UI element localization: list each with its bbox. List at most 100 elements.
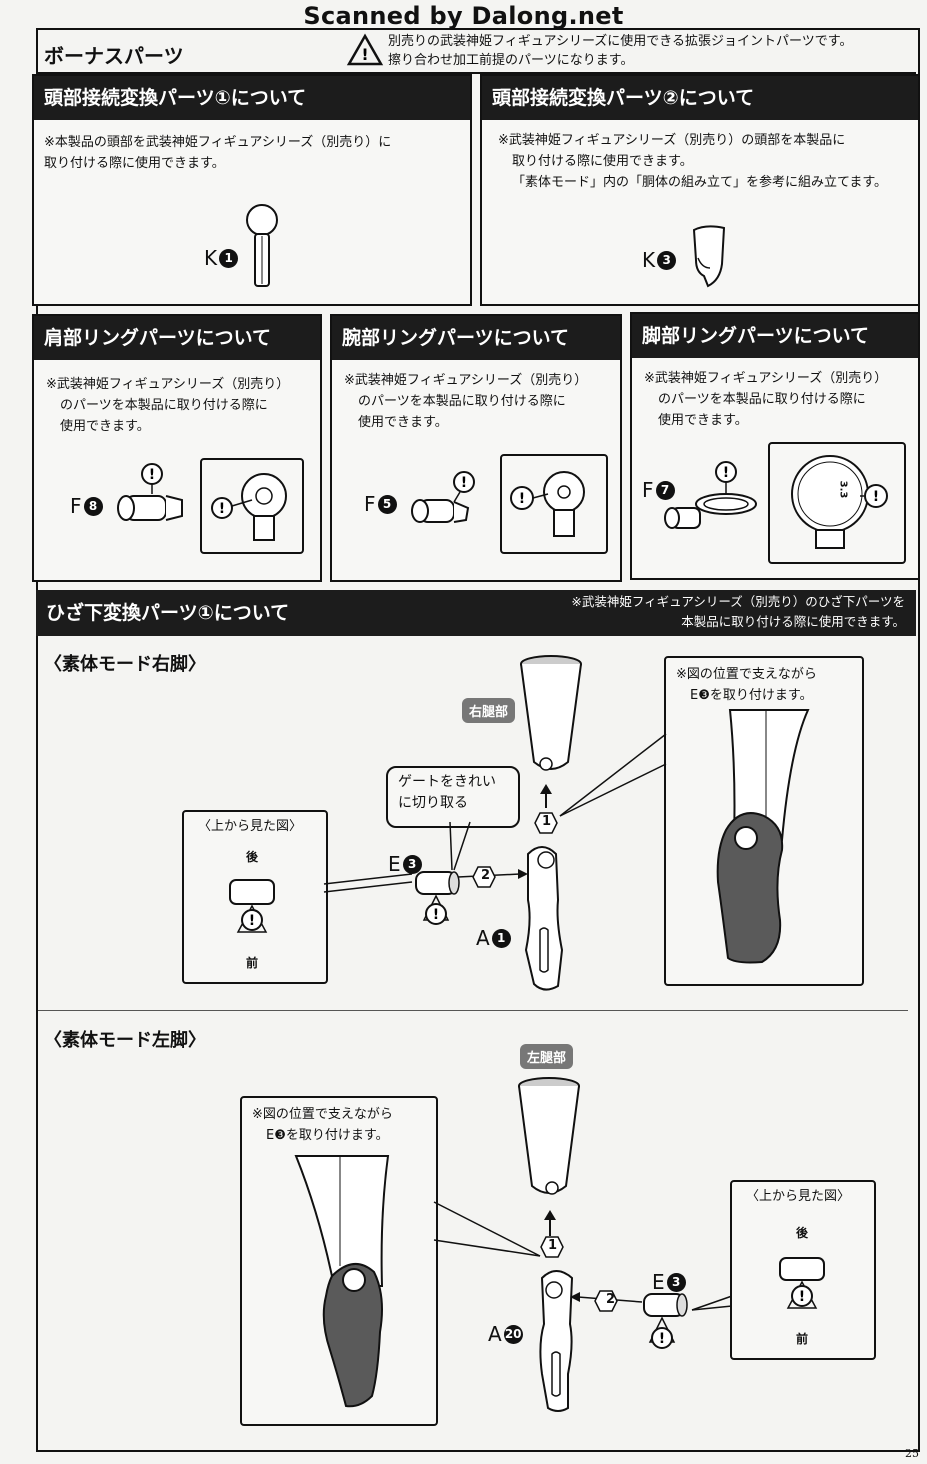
left-support-pointer [433, 1201, 541, 1257]
bonus-title: ボーナスパーツ [44, 44, 184, 68]
arm-section: 腕部リングパーツについて ※武装神姫フィギュアシリーズ（別売り） のパーツを本製… [330, 314, 622, 582]
shoulder-detail-drawing: ! [211, 473, 287, 541]
arm-note-line: のパーツを本製品に取り付ける際に [358, 394, 566, 409]
head-joint-k3-part [692, 225, 726, 288]
page-frame [36, 28, 920, 1452]
knee-note-line: 本製品に取り付ける際に使用できます。 [681, 614, 905, 629]
arm-title: 腕部リングパーツについて [332, 316, 620, 360]
leg-note-line: 使用できます。 [658, 413, 748, 428]
leg-title: 脚部リングパーツについて [632, 314, 918, 358]
head1-note-line: ※本製品の頭部を武装神姫フィギュアシリーズ（別売り）に [44, 135, 392, 150]
part-letter: F [642, 478, 654, 502]
shoulder-ring-f8-part: ! [117, 463, 183, 521]
step1-hex-icon [540, 1236, 564, 1258]
arm-note: ※武装神姫フィギュアシリーズ（別売り） のパーツを本製品に取り付ける際に 使用で… [344, 370, 587, 433]
knee-header-bar [36, 590, 916, 636]
right-a1-part [524, 846, 564, 991]
right-topview-pointer [323, 873, 413, 893]
part-number: 20 [503, 1324, 523, 1344]
head2-note-line: 「素体モード」内の「胴体の組み立て」を参考に組み立てます。 [512, 175, 888, 190]
bonus-note-line: 擦り合わせ加工前提のパーツになります。 [388, 53, 634, 68]
knee-note: ※武装神姫フィギュアシリーズ（別売り）のひざ下パーツを 本製品に取り付ける際に使… [500, 592, 905, 632]
left-back-label: 後 [796, 1226, 809, 1240]
left-a20-part [539, 1270, 574, 1412]
gate-note-line: ゲートをきれい [398, 774, 496, 790]
part-letter: F [364, 492, 376, 516]
gate-pointer [449, 821, 471, 871]
bonus-note: 別売りの武装神姫フィギュアシリーズに使用できる拡張ジョイントパーツです。 擦り合… [388, 32, 853, 70]
part-letter: E [652, 1270, 665, 1294]
left-topview-pointer [691, 1295, 733, 1311]
svg-text:!: ! [219, 501, 225, 517]
bonus-header-bar [36, 28, 916, 74]
step2-arrow [457, 866, 528, 888]
head2-note-line: 取り付ける際に使用できます。 [512, 154, 693, 169]
leg-note: ※武装神姫フィギュアシリーズ（別売り） のパーツを本製品に取り付ける際に 使用で… [644, 368, 887, 431]
right-support-note: ※図の位置で支えながら E❸を取り付けます。 [676, 664, 817, 706]
head2-note: ※武装神姫フィギュアシリーズ（別売り）の頭部を本製品に 取り付ける際に使用できま… [498, 130, 887, 193]
leg-detail-drawing: ! [791, 455, 888, 549]
shoulder-note-line: 使用できます。 [60, 419, 150, 434]
svg-text:!: ! [659, 1331, 665, 1347]
shoulder-note: ※武装神姫フィギュアシリーズ（別売り） のパーツを本製品に取り付ける際に 使用で… [46, 374, 289, 437]
arm-note-line: 使用できます。 [358, 415, 448, 430]
right-support-drawing [716, 709, 810, 964]
page-number: 25 [905, 1447, 919, 1460]
support-note-line: ※図の位置で支えながら [252, 1107, 393, 1122]
svg-text:!: ! [433, 907, 439, 923]
shoulder-note-line: のパーツを本製品に取り付ける際に [60, 398, 268, 413]
part-number: 3 [666, 1272, 686, 1292]
arm-note-line: ※武装神姫フィギュアシリーズ（別売り） [344, 373, 588, 388]
left-support-note: ※図の位置で支えながら E❸を取り付けます。 [252, 1104, 393, 1146]
right-thigh-tag: 右腿部 [462, 698, 516, 723]
step1-number: 1 [542, 814, 552, 829]
head2-section: 頭部接続変換パーツ②について ※武装神姫フィギュアシリーズ（別売り）の頭部を本製… [480, 74, 920, 306]
head1-title: 頭部接続変換パーツ①について [34, 76, 470, 120]
part-letter: F [70, 494, 82, 518]
leg-note-line: ※武装神姫フィギュアシリーズ（別売り） [644, 371, 888, 386]
gate-callout [386, 766, 520, 828]
head-joint-k1-part [246, 204, 278, 287]
head2-note-line: ※武装神姫フィギュアシリーズ（別売り）の頭部を本製品に [498, 133, 846, 148]
left-leg-heading: 〈素体モード左脚〉 [44, 1030, 206, 1051]
part-number: 3 [657, 250, 677, 270]
leg-ring-f7-part: ! [664, 461, 757, 529]
part-letter: A [488, 1322, 502, 1346]
svg-text:!: ! [461, 475, 467, 491]
support-note-line: E❸を取り付けます。 [690, 688, 813, 703]
knee-title: ひざ下変換パーツ①について [46, 602, 290, 624]
part-number: 7 [655, 480, 675, 500]
right-leg-heading: 〈素体モード右脚〉 [44, 654, 206, 675]
svg-text:!: ! [149, 467, 155, 483]
left-topview-title: 〈上から見た図〉 [746, 1189, 851, 1204]
part-number: 3 [402, 854, 422, 874]
section-divider [38, 1010, 908, 1011]
part-number: 5 [377, 494, 397, 514]
right-e3-part: ! [415, 871, 460, 925]
head1-note: ※本製品の頭部を武装神姫フィギュアシリーズ（別売り）に 取り付ける際に使用できま… [44, 132, 391, 174]
leg-section: 脚部リングパーツについて ※武装神姫フィギュアシリーズ（別売り） のパーツを本製… [630, 312, 920, 580]
part-letter: E [388, 852, 401, 876]
bonus-note-line: 別売りの武装神姫フィギュアシリーズに使用できる拡張ジョイントパーツです。 [388, 34, 853, 49]
left-topview-drawing: ! [779, 1257, 825, 1309]
step2-number: 2 [606, 1292, 616, 1307]
right-front-label: 前 [246, 956, 259, 970]
left-support-drawing [294, 1155, 390, 1408]
shoulder-note-line: ※武装神姫フィギュアシリーズ（別売り） [46, 377, 290, 392]
part-number: 1 [219, 248, 239, 268]
svg-text:!: ! [723, 465, 729, 481]
leg-note-line: のパーツを本製品に取り付ける際に [658, 392, 866, 407]
part-number: 8 [83, 496, 103, 516]
right-topview-title: 〈上から見た図〉 [198, 819, 303, 834]
support-note-line: E❸を取り付けます。 [266, 1128, 389, 1143]
head1-section: 頭部接続変換パーツ①について ※本製品の頭部を武装神姫フィギュアシリーズ（別売り… [32, 74, 472, 306]
right-topview-drawing: ! [229, 879, 275, 933]
